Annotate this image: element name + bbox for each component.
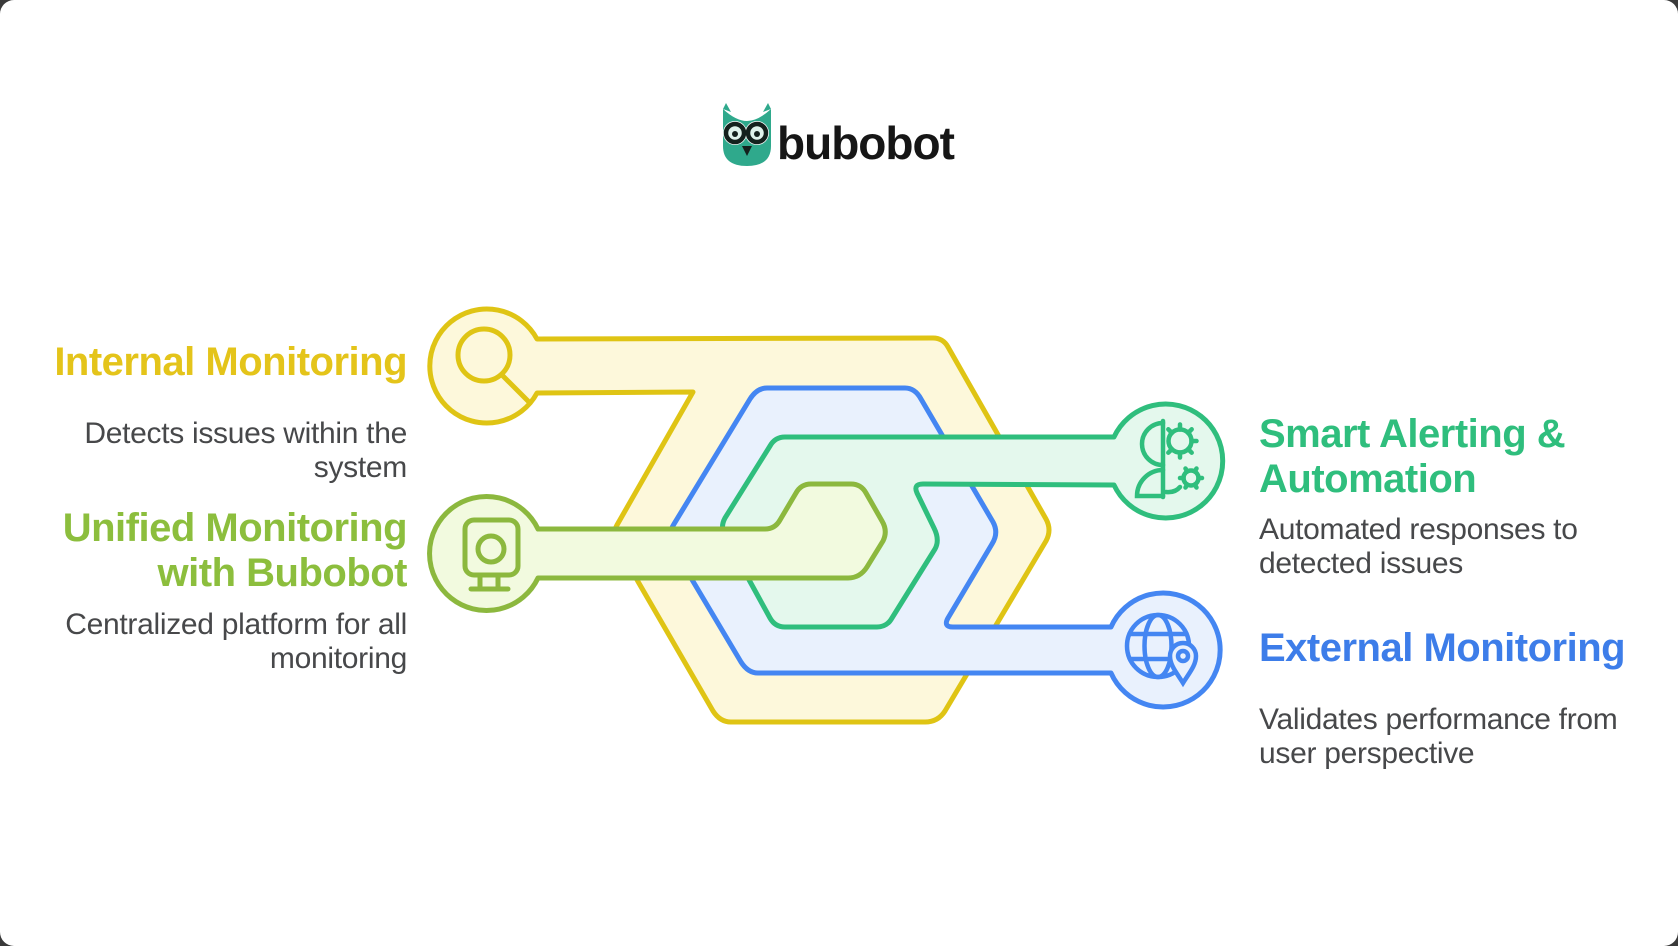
unified-monitoring-title: Unified Monitoring with Bubobot [62, 506, 408, 595]
owl-icon [723, 103, 771, 166]
internal-monitoring-description: Detects issues within the system [84, 417, 407, 484]
internal-monitoring-title: Internal Monitoring [54, 340, 407, 384]
person-gears-icon [1134, 418, 1205, 500]
smart-alerting-title: Smart Alerting & Automation [1259, 412, 1566, 501]
gear-teeth-large [1166, 422, 1199, 460]
gear-teeth-small [1177, 466, 1205, 490]
smart-alerting-description: Automated responses to detected issues [1259, 513, 1578, 580]
webcam-icon [462, 517, 521, 592]
external-monitoring-description: Validates performance from user perspect… [1259, 703, 1618, 770]
external-monitoring-title: External Monitoring [1259, 626, 1626, 670]
globe-pin-icon [1124, 612, 1199, 688]
unified-monitoring-description: Centralized platform for all monitoring [65, 608, 407, 675]
unified-monitoring-shape [427, 481, 888, 613]
brand-wordmark: bubobot [777, 117, 955, 169]
magnifier-icon [455, 326, 531, 404]
